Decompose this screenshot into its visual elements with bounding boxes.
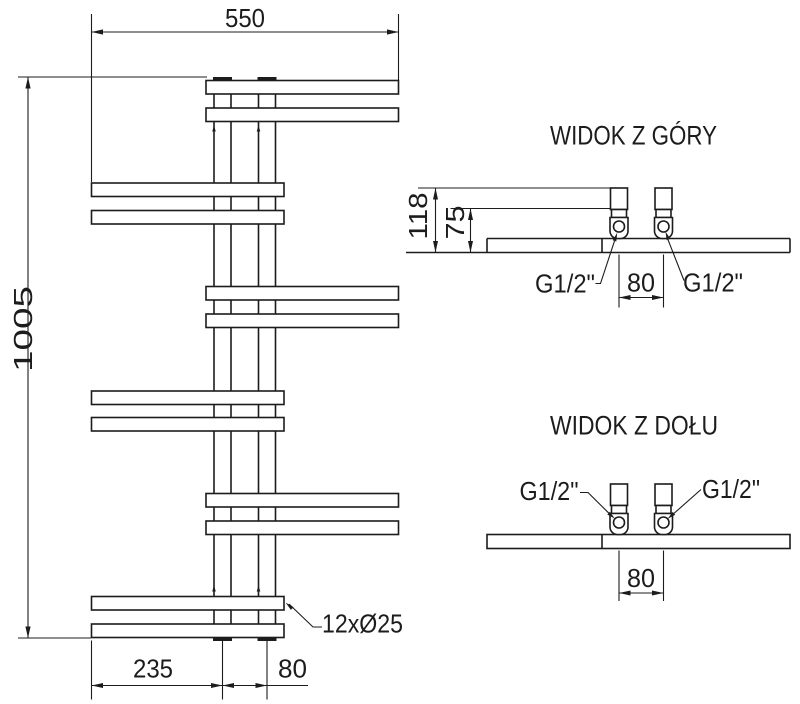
towel-bar — [90, 623, 285, 639]
thread-label-top-right: G1/2" — [665, 231, 743, 298]
arrowhead — [468, 241, 473, 253]
thread-label-bottom-left: G1/2" — [520, 476, 615, 519]
dim-text-80-top: 80 — [627, 268, 655, 298]
towel-bar — [205, 107, 400, 123]
dimension-height-1005: 1005 — [8, 76, 207, 639]
tube-end-stubs — [213, 77, 277, 641]
dim-text-235: 235 — [133, 654, 173, 684]
top-view-title: WIDOK Z GÓRY — [550, 120, 717, 151]
towel-bar — [90, 209, 285, 225]
dimension-depth-118: 118 — [403, 188, 438, 253]
arrowhead — [433, 241, 438, 253]
thread-size-label: G1/2" — [702, 474, 760, 504]
dimension-width-550: 550 — [90, 3, 400, 182]
arrowhead — [619, 295, 631, 300]
arrowhead — [612, 232, 618, 242]
arrowhead — [652, 295, 664, 300]
dim-text-550: 550 — [225, 3, 265, 33]
arrowhead — [25, 77, 31, 89]
dim-text-75: 75 — [440, 206, 470, 240]
dim-text-80: 80 — [278, 654, 307, 684]
left-fitting — [609, 483, 629, 536]
thread-size-label: G1/2" — [683, 268, 743, 298]
dim-text-118: 118 — [403, 193, 433, 240]
arrowhead — [91, 29, 103, 35]
tube-callout: 12xØ25 — [285, 602, 403, 639]
thread-size-label: G1/2" — [520, 476, 579, 506]
arrowhead — [91, 683, 103, 688]
thread-size-label: G1/2" — [535, 269, 595, 299]
front-view: 550 1005 235 80 12xØ25 — [8, 3, 403, 700]
thread-label-bottom-right: G1/2" — [667, 474, 760, 519]
dimension-connection-80-bottom: 80 — [618, 550, 665, 601]
leader-line — [580, 491, 610, 514]
top-view: WIDOK Z GÓRY 118 75 — [403, 120, 791, 308]
arrowhead — [285, 602, 294, 610]
arrowhead — [468, 208, 473, 220]
arrowhead — [607, 511, 615, 519]
dimension-connection-80-top: 80 — [618, 254, 665, 308]
left-fitting — [609, 187, 629, 240]
right-fitting — [653, 483, 674, 536]
towel-bar — [205, 285, 400, 301]
towel-bar — [90, 182, 285, 198]
right-fitting — [653, 187, 674, 240]
panel-top — [406, 237, 791, 254]
label-12x25: 12xØ25 — [322, 609, 403, 639]
towel-bar — [205, 79, 400, 95]
arrowhead — [665, 231, 671, 241]
collector-tubes — [213, 80, 277, 638]
leader-line — [667, 239, 685, 281]
towel-bar — [90, 390, 285, 406]
arrowhead — [652, 590, 664, 596]
dim-text-80-bottom: 80 — [627, 563, 655, 593]
towel-bar — [205, 520, 400, 536]
bottom-view: WIDOK Z DOŁU 80 G1/2" G1/2" — [486, 411, 791, 601]
leader-line — [288, 603, 322, 628]
arrowhead — [255, 683, 267, 688]
panel-body — [486, 533, 791, 550]
dim-text-1005: 1005 — [8, 286, 38, 372]
thread-label-top-left: G1/2" — [535, 232, 618, 299]
towel-bar — [90, 416, 285, 432]
arrowhead — [387, 29, 399, 35]
towel-bars — [90, 79, 400, 639]
towel-bar — [90, 595, 285, 611]
leader-line — [673, 489, 702, 514]
arrowhead — [667, 511, 676, 519]
dimension-bottom-235-80: 235 80 — [90, 640, 308, 700]
arrowhead — [619, 590, 631, 596]
arrowhead — [25, 626, 31, 638]
panel-bottom — [486, 533, 791, 550]
dimension-axis-75: 75 — [440, 206, 473, 253]
leader-line — [595, 240, 616, 285]
bottom-view-title: WIDOK Z DOŁU — [550, 411, 718, 441]
arrowhead — [211, 683, 223, 688]
arrowhead — [222, 683, 234, 688]
arrowhead — [433, 188, 438, 200]
towel-bar — [205, 313, 400, 329]
flow-tick-arrows — [212, 125, 261, 592]
towel-bar — [205, 492, 400, 508]
